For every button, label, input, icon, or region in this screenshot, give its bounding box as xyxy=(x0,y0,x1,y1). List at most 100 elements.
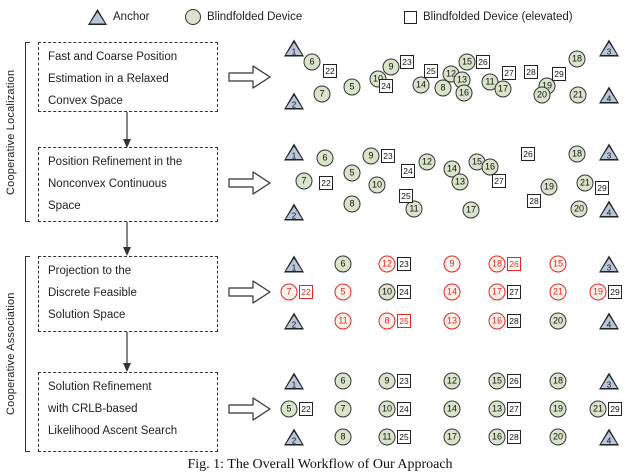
anchor-node: 2 xyxy=(284,312,304,330)
device-node: 16 xyxy=(481,158,499,176)
device-node: 15 xyxy=(458,53,476,71)
device-node: 20 xyxy=(549,312,567,330)
step-text-line: Nonconvex Continuous xyxy=(48,178,167,190)
device-node: 19 xyxy=(589,283,607,301)
device-node: 9 xyxy=(382,58,400,76)
elevated-device-node: 24 xyxy=(397,402,411,416)
elevated-device-node: 29 xyxy=(595,181,609,195)
elevated-device-node: 25 xyxy=(397,430,411,444)
elevated-device-node: 25 xyxy=(397,314,411,328)
anchor-node: 1 xyxy=(284,372,304,390)
elevated-device-node: 28 xyxy=(524,65,538,79)
side-label-cooperative-association: Cooperative Association xyxy=(5,292,17,416)
device-node: 17 xyxy=(443,428,461,446)
step-text-line: Fast and Coarse Position xyxy=(48,51,178,63)
group-bracket-association xyxy=(25,256,30,452)
device-node: 8 xyxy=(334,428,352,446)
device-circle-icon xyxy=(185,9,201,25)
elevated-device-node: 26 xyxy=(476,55,490,69)
flow-arrow-right-icon xyxy=(228,65,271,89)
device-node: 17 xyxy=(462,201,480,219)
elevated-device-node: 22 xyxy=(299,285,313,299)
anchor-node: 3 xyxy=(599,255,619,273)
anchor-node: 4 xyxy=(599,86,619,104)
down-arrow-icon xyxy=(123,332,131,372)
elevated-device-node: 24 xyxy=(379,79,393,93)
group-bracket-localization xyxy=(25,42,30,222)
device-node: 14 xyxy=(443,283,461,301)
device-node: 18 xyxy=(488,255,506,273)
device-node: 15 xyxy=(549,255,567,273)
step-box-coarse-estimation: Fast and Coarse Position Estimation in a… xyxy=(38,42,218,112)
anchor-node: 2 xyxy=(284,428,304,446)
legend-item-device: Blindfolded Device xyxy=(185,7,302,27)
step-text-line: Convex Space xyxy=(48,95,123,107)
device-node: 21 xyxy=(589,400,607,418)
device-node: 14 xyxy=(412,76,430,94)
device-node: 6 xyxy=(334,255,352,273)
elevated-device-square-icon xyxy=(404,10,417,24)
device-node: 13 xyxy=(488,400,506,418)
device-node: 7 xyxy=(334,400,352,418)
step-text-line: Position Refinement in the xyxy=(48,156,183,168)
device-node: 16 xyxy=(488,428,506,446)
device-node: 20 xyxy=(570,200,588,218)
device-node: 9 xyxy=(443,255,461,273)
device-node: 5 xyxy=(343,78,361,96)
device-node: 19 xyxy=(549,400,567,418)
device-node: 14 xyxy=(443,400,461,418)
step-box-projection: Projection to the Discrete Feasible Solu… xyxy=(38,256,218,332)
step-box-solution-refinement: Solution Refinement with CRLB-based Like… xyxy=(38,372,218,452)
step-box-position-refinement: Position Refinement in the Nonconvex Con… xyxy=(38,147,218,222)
elevated-device-node: 24 xyxy=(397,285,411,299)
device-node: 13 xyxy=(451,173,469,191)
device-node: 5 xyxy=(334,283,352,301)
step-text-line: Likelihood Ascent Search xyxy=(48,425,178,437)
device-node: 6 xyxy=(303,53,321,71)
device-node: 12 xyxy=(378,255,396,273)
elevated-device-node: 26 xyxy=(521,147,535,161)
device-node: 9 xyxy=(378,372,396,390)
step-text-line: Estimation in a Relaxed xyxy=(48,73,169,85)
device-node: 10 xyxy=(378,400,396,418)
down-arrow-icon xyxy=(123,112,131,148)
flow-arrow-right-icon xyxy=(228,280,271,304)
anchor-node: 1 xyxy=(284,143,304,161)
step-text-line: with CRLB-based xyxy=(48,403,138,415)
anchor-node: 1 xyxy=(284,255,304,273)
elevated-device-node: 26 xyxy=(507,374,521,388)
legend-label-anchor: Anchor xyxy=(113,11,150,23)
anchor-node: 1 xyxy=(284,39,304,57)
step-text-line: Solution Refinement xyxy=(48,381,152,393)
device-node: 6 xyxy=(316,149,334,167)
device-node: 21 xyxy=(576,174,594,192)
step-text-line: Discrete Feasible xyxy=(48,287,137,299)
device-node: 7 xyxy=(295,172,313,190)
legend-item-anchor: Anchor xyxy=(88,7,149,27)
device-node: 8 xyxy=(378,312,396,330)
device-node: 11 xyxy=(481,73,499,91)
device-node: 8 xyxy=(434,79,452,97)
anchor-node: 4 xyxy=(599,312,619,330)
device-node: 11 xyxy=(334,312,352,330)
device-node: 11 xyxy=(378,428,396,446)
elevated-device-node: 29 xyxy=(608,402,622,416)
device-node: 17 xyxy=(494,80,512,98)
anchor-node: 3 xyxy=(599,143,619,161)
elevated-device-node: 27 xyxy=(502,66,516,80)
elevated-device-node: 27 xyxy=(492,174,506,188)
device-node: 13 xyxy=(443,312,461,330)
device-node: 5 xyxy=(343,164,361,182)
device-node: 7 xyxy=(313,85,331,103)
device-node: 12 xyxy=(418,153,436,171)
device-node: 20 xyxy=(549,428,567,446)
device-node: 19 xyxy=(540,178,558,196)
device-node: 5 xyxy=(280,400,298,418)
device-node: 15 xyxy=(488,372,506,390)
elevated-device-node: 29 xyxy=(552,67,566,81)
elevated-device-node: 26 xyxy=(507,257,521,271)
device-node: 16 xyxy=(455,84,473,102)
